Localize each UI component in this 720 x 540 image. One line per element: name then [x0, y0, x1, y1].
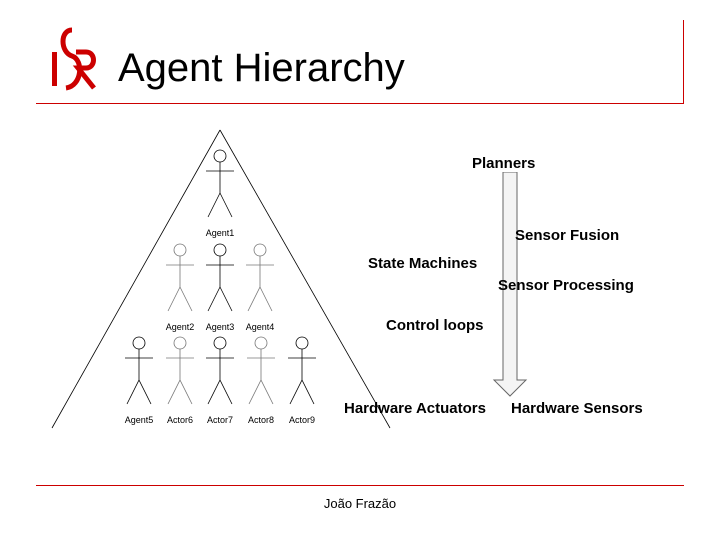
agent-label-level1: Agent1	[205, 228, 235, 238]
control-loops-label: Control loops	[386, 317, 484, 334]
agent-figure-icon	[206, 243, 234, 312]
pyramid-outline	[51, 129, 391, 429]
actor-figure-icon	[166, 336, 194, 405]
hardware-actuators-label: Hardware Actuators	[344, 400, 486, 417]
sensor-processing-label: Sensor Processing	[498, 277, 634, 294]
actor-label-level3: Actor9	[288, 415, 315, 425]
agent-label-level3: Agent5	[124, 415, 154, 425]
title-vertical-rule	[683, 20, 684, 104]
agent-label-level2: Agent2	[165, 322, 195, 332]
agent-figure-icon	[246, 243, 274, 312]
actor-figure-icon	[206, 336, 234, 405]
agent-label-level2: Agent4	[245, 322, 275, 332]
actor-label-level3: Actor8	[247, 415, 274, 425]
footer-divider	[36, 485, 684, 486]
isr-logo-icon	[46, 26, 98, 106]
title-divider	[36, 103, 684, 104]
agent-label-level2: Agent3	[205, 322, 235, 332]
agent-figures	[125, 149, 316, 405]
state-machines-label: State Machines	[368, 255, 478, 272]
actor-label-level3: Actor6	[166, 415, 193, 425]
planners-label: Planners	[472, 155, 536, 172]
agent-figure-icon	[166, 243, 194, 312]
actor-figure-icon	[288, 336, 316, 405]
hardware-sensors-label: Hardware Sensors	[511, 400, 643, 417]
agent-figure-icon	[125, 336, 153, 405]
sensor-fusion-label: Sensor Fusion	[515, 227, 620, 244]
actor-label-level3: Actor7	[206, 415, 233, 425]
control-stack-arrow	[492, 172, 528, 397]
agent-figure-icon	[206, 149, 234, 218]
footer-author: João Frazão	[323, 496, 397, 511]
actor-figure-icon	[247, 336, 275, 405]
slide-title: Agent Hierarchy	[118, 46, 405, 90]
